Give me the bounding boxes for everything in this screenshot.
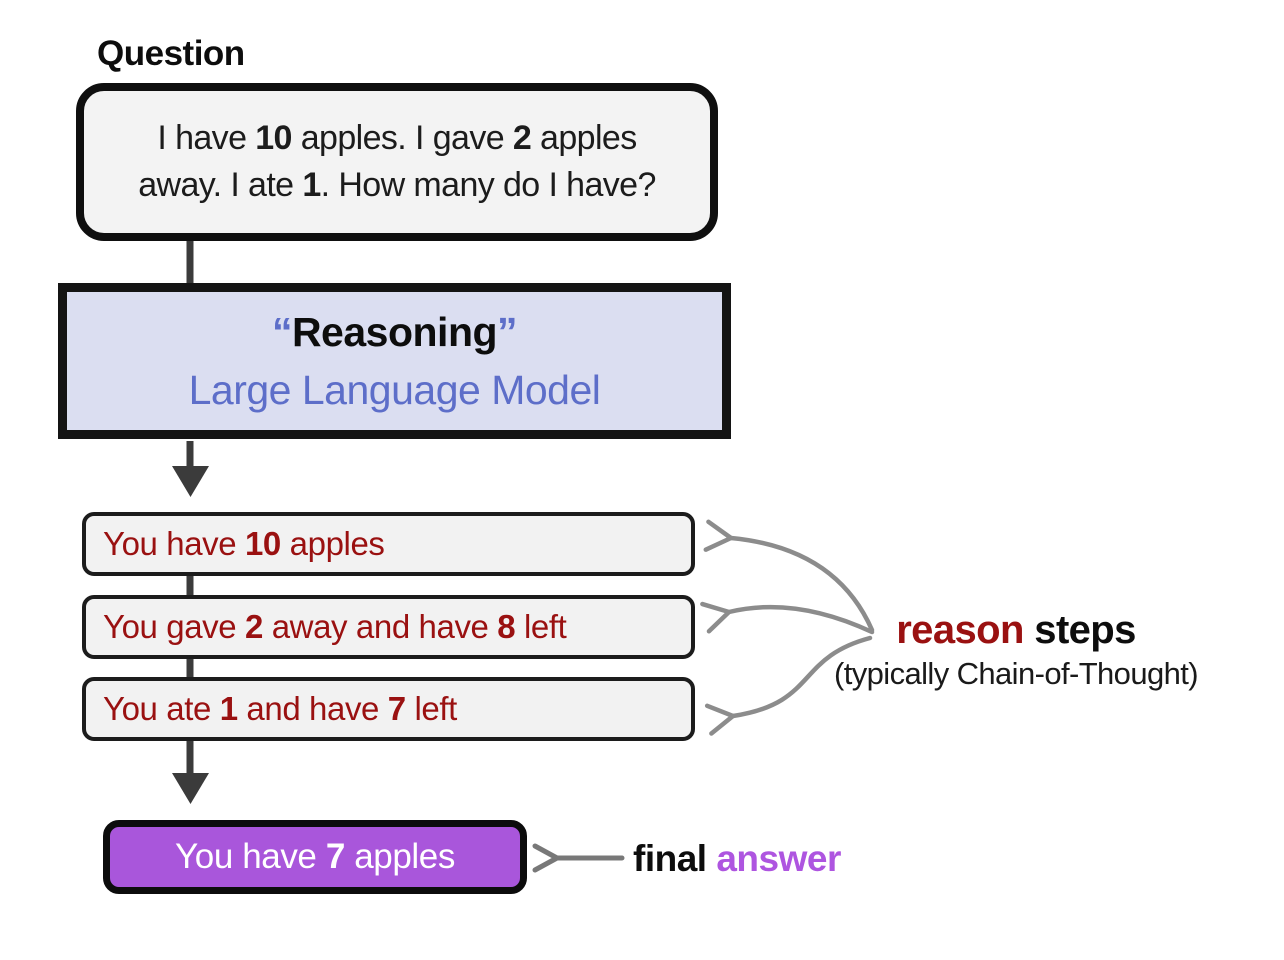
- down-arrow-icon: [172, 441, 209, 497]
- close-quote: ”: [497, 309, 518, 355]
- reason-step-2-box: You gave 2 away and have 8 left: [82, 595, 695, 659]
- llm-subtitle: Large Language Model: [188, 367, 601, 413]
- curved-arrow-icon: [704, 635, 873, 736]
- reason-step-3-box: You ate 1 and have 7 left: [82, 677, 695, 741]
- reason-step-3-text: You ate 1 and have 7 left: [103, 690, 457, 727]
- final-answer-box: You have 7 apples: [103, 820, 527, 894]
- down-arrow-icon: [172, 738, 209, 804]
- reasoning-llm-box: “Reasoning” Large Language Model: [58, 283, 731, 439]
- reason-step-2-text: You gave 2 away and have 8 left: [103, 608, 567, 645]
- question-text-line2: away. I ate 1. How many do I have?: [138, 166, 656, 204]
- reason-step-1-text: You have 10 apples: [103, 525, 385, 562]
- final-answer-label: final answer: [633, 838, 841, 879]
- llm-title: “Reasoning”: [271, 309, 518, 355]
- question-text-line1: I have 10 apples. I gave 2 apples: [157, 119, 637, 157]
- reason-steps-label: reason steps: [896, 608, 1136, 652]
- reason-step-1-box: You have 10 apples: [82, 512, 695, 576]
- open-quote: “: [271, 309, 293, 355]
- final-answer-text: You have 7 apples: [175, 837, 455, 876]
- question-label: Question: [97, 34, 245, 73]
- reason-steps-sublabel: (typically Chain-of-Thought): [834, 656, 1199, 691]
- reason-steps-annotation: reason steps (typically Chain-of-Thought…: [790, 608, 1242, 692]
- question-box: I have 10 apples. I gave 2 apples away. …: [76, 83, 718, 241]
- curved-arrow-icon: [703, 519, 875, 633]
- curved-arrow-icon: [700, 601, 875, 635]
